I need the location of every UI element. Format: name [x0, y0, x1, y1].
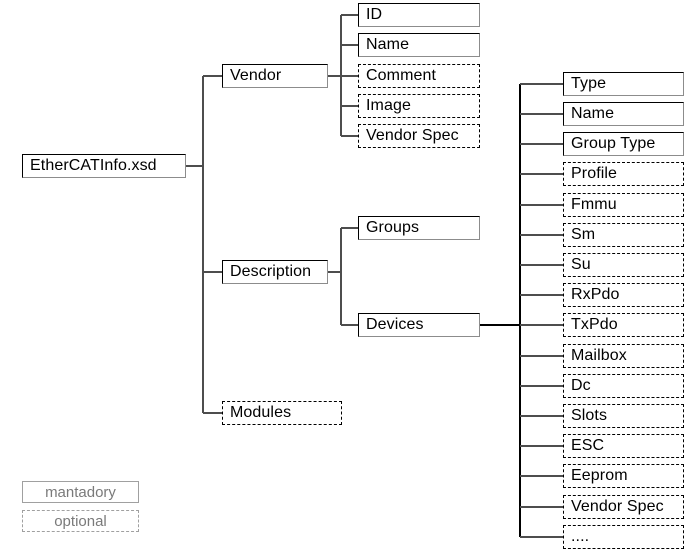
node-vendor[interactable]: Vendor [222, 64, 328, 88]
node-image[interactable]: Image [358, 94, 480, 118]
node-profile[interactable]: Profile [563, 162, 684, 186]
node-label: Name [366, 36, 410, 53]
node-label: ID [366, 6, 383, 23]
node-label: Sm [571, 226, 596, 243]
node-label: Eeprom [571, 467, 628, 484]
node-label: Modules [230, 404, 292, 421]
node-label: Fmmu [571, 196, 617, 213]
legend-mantadory: mantadory [22, 481, 139, 503]
node-label: Vendor Spec [366, 127, 459, 144]
node-label: EtherCATInfo.xsd [30, 157, 157, 174]
node-label: Vendor Spec [571, 498, 664, 515]
node-txpdo[interactable]: TxPdo [563, 313, 684, 337]
node-comment[interactable]: Comment [358, 64, 480, 88]
node-label: Image [366, 97, 411, 114]
node-group-type[interactable]: Group Type [563, 132, 684, 156]
node-label: Profile [571, 165, 618, 182]
node-label: Su [571, 256, 591, 273]
node-su[interactable]: Su [563, 253, 684, 277]
node-description[interactable]: Description [222, 260, 328, 284]
node-devices[interactable]: Devices [358, 313, 480, 337]
node-label: Devices [366, 316, 424, 333]
node-mailbox[interactable]: Mailbox [563, 344, 684, 368]
node-eeprom[interactable]: Eeprom [563, 464, 684, 488]
node-name[interactable]: Name [563, 102, 684, 126]
node-label: Dc [571, 377, 591, 394]
node-label: Slots [571, 407, 608, 424]
node-vendor-spec[interactable]: Vendor Spec [358, 124, 480, 148]
node-vendor-spec[interactable]: Vendor Spec [563, 495, 684, 519]
node-fmmu[interactable]: Fmmu [563, 193, 684, 217]
node-label: Description [230, 263, 312, 280]
node-modules[interactable]: Modules [222, 401, 342, 425]
node-root-ethercatinfo-xsd[interactable]: EtherCATInfo.xsd [22, 154, 186, 178]
node-id[interactable]: ID [358, 3, 480, 27]
node-sm[interactable]: Sm [563, 223, 684, 247]
node-label: Vendor [230, 67, 282, 84]
node-label: .... [571, 528, 590, 545]
node-rxpdo[interactable]: RxPdo [563, 283, 684, 307]
node-label: Group Type [571, 135, 656, 152]
legend-label: optional [54, 512, 107, 530]
node-label: Comment [366, 67, 437, 84]
node-label: TxPdo [571, 316, 618, 333]
node-label: Groups [366, 219, 420, 236]
node-label: RxPdo [571, 286, 620, 303]
node-label: Name [571, 105, 615, 122]
node-name[interactable]: Name [358, 33, 480, 57]
node-esc[interactable]: ESC [563, 434, 684, 458]
node-ellipsis[interactable]: .... [563, 525, 684, 549]
node-groups[interactable]: Groups [358, 216, 480, 240]
node-label: Type [571, 75, 607, 92]
legend-label: mantadory [45, 483, 116, 501]
node-slots[interactable]: Slots [563, 404, 684, 428]
node-label: ESC [571, 437, 605, 454]
node-type[interactable]: Type [563, 72, 684, 96]
node-label: Mailbox [571, 347, 627, 364]
node-dc[interactable]: Dc [563, 374, 684, 398]
legend-optional: optional [22, 510, 139, 532]
